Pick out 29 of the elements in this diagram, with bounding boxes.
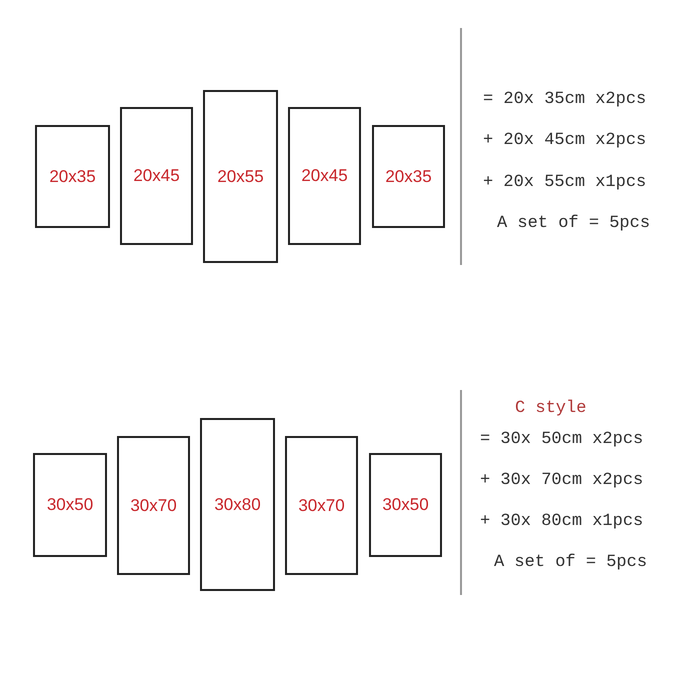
size-label: 20x45: [133, 166, 180, 186]
canvas-panel: [203, 90, 278, 263]
size-note: + 30x 80cm x1pcs: [480, 512, 644, 531]
size-label: 20x45: [301, 166, 348, 186]
canvas-panel: [288, 107, 361, 245]
size-label: 30x50: [382, 495, 429, 515]
canvas-panel: [369, 453, 442, 557]
canvas-panel: [120, 107, 193, 245]
canvas-panel: [200, 418, 275, 591]
size-note: A set of = 5pcs: [494, 553, 648, 572]
size-note: = 20x 35cm x2pcs: [483, 90, 646, 109]
canvas-panel: [117, 436, 190, 575]
size-label: 30x70: [298, 496, 345, 516]
size-label: 30x70: [130, 496, 177, 516]
size-label: 30x50: [46, 495, 94, 515]
canvas-panel: [372, 125, 445, 228]
size-note: + 30x 70cm x2pcs: [480, 471, 644, 490]
size-note: A set of = 5pcs: [497, 214, 650, 233]
size-label: 20x55: [217, 166, 264, 186]
size-label: 30x80: [214, 494, 261, 514]
size-label: 20x35: [49, 166, 96, 186]
size-note: = 30x 50cm x2pcs: [480, 430, 644, 449]
size-label: 20x35: [385, 166, 432, 186]
canvas-panel: [35, 125, 110, 228]
canvas-panel: [33, 453, 107, 557]
style-heading: C style: [515, 399, 586, 418]
size-note: + 20x 55cm x1pcs: [483, 173, 646, 192]
canvas-panel: [285, 436, 358, 575]
size-note: + 20x 45cm x2pcs: [483, 131, 646, 150]
